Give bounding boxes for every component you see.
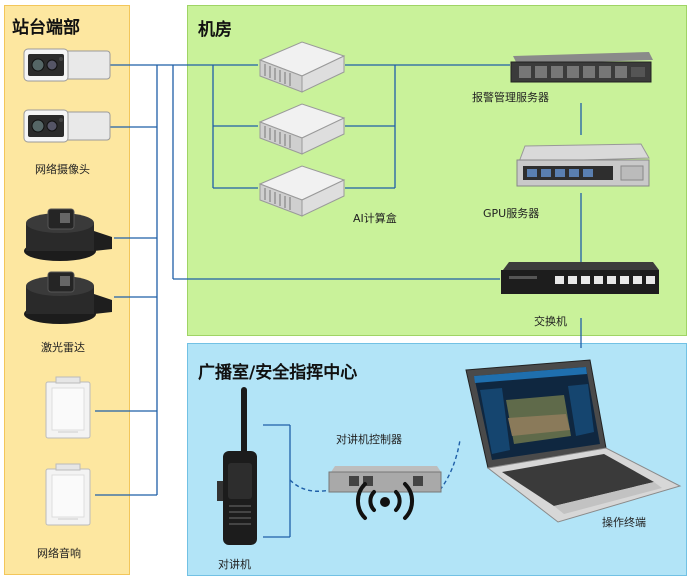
speaker-icon: [45, 376, 91, 439]
lidar-icon: [24, 208, 112, 261]
station-zone-title: 站台端部: [12, 18, 80, 38]
intercom-controller-label: 对讲机控制器: [336, 433, 402, 446]
ai-box-icon: [258, 165, 346, 217]
ai-box-icon: [258, 103, 346, 155]
intercom-label: 对讲机: [218, 558, 251, 571]
intercom-to-controller-link: [289, 479, 331, 492]
gpu-server-icon: [516, 143, 650, 187]
switch-label: 交换机: [534, 315, 567, 328]
laptop-icon: [465, 359, 682, 523]
alarm-server-label: 报警管理服务器: [472, 91, 549, 104]
lidars-label: 激光雷达: [41, 341, 85, 354]
speakers-label: 网络音响: [37, 547, 81, 560]
ai-box-label: AI计算盒: [353, 212, 397, 225]
terminal-label: 操作终端: [602, 516, 646, 529]
intercom-controller-icon: [328, 466, 442, 520]
cameras-label: 网络摄像头: [35, 163, 90, 176]
alarm-server-icon: [510, 52, 653, 83]
machine-room-title: 机房: [198, 20, 232, 40]
lidar-icon: [24, 271, 112, 324]
speaker-icon: [45, 463, 91, 526]
gpu-server-label: GPU服务器: [483, 207, 540, 220]
ai-box-icon: [258, 41, 346, 93]
walkie-talkie-icon: [217, 387, 257, 545]
camera-icon: [23, 109, 111, 143]
broadcast-zone-title: 广播室/安全指挥中心: [198, 363, 358, 383]
controller-to-terminal-link: [439, 439, 461, 491]
switch-icon: [501, 262, 659, 294]
camera-icon: [23, 48, 111, 82]
